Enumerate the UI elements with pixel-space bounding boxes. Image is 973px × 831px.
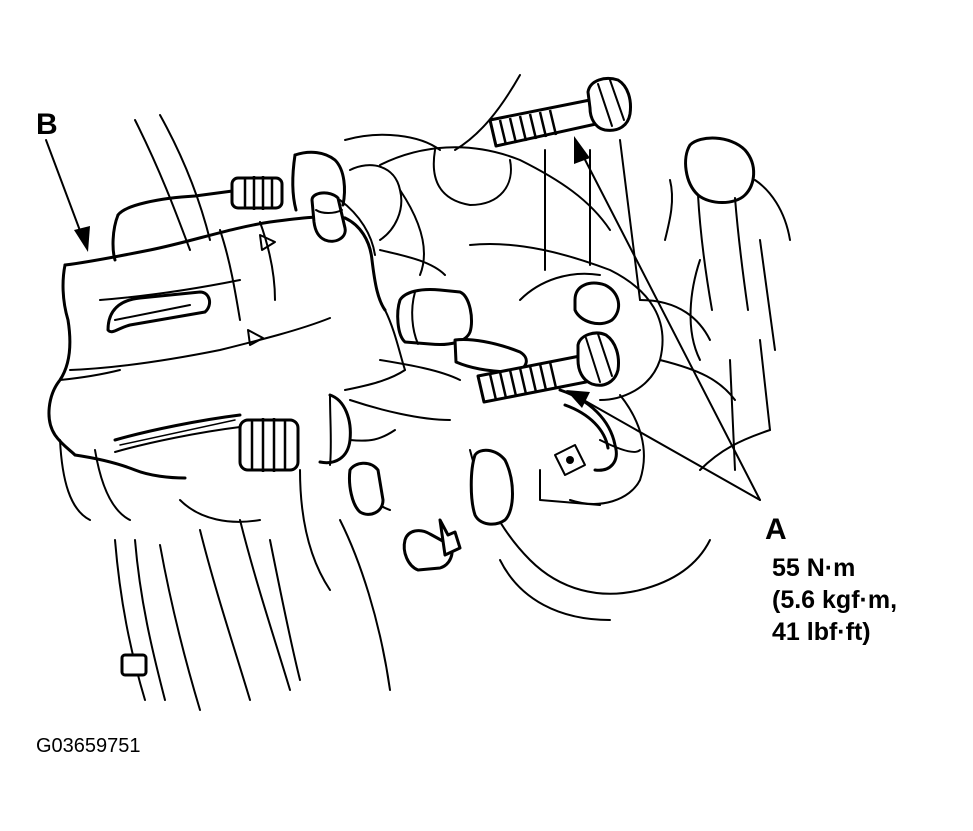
torque-spec-nm: 55 N·m	[772, 554, 856, 582]
lower-mounting-bolt	[476, 331, 620, 404]
callout-label-a: A	[765, 513, 787, 546]
upper-mounting-bolt	[488, 77, 632, 148]
torque-spec-lbfft: 41 lbf·ft)	[772, 618, 871, 646]
caliper-piston-boot	[348, 288, 528, 572]
torque-spec-kgfm: (5.6 kgf·m,	[772, 586, 898, 614]
callout-leader-a	[566, 136, 761, 501]
figure-id: G03659751	[36, 735, 141, 757]
brake-rotor	[114, 114, 301, 711]
stabilizer-link	[664, 136, 791, 361]
callout-leader-b	[45, 139, 90, 252]
lower-slide-pin	[238, 418, 300, 472]
callout-label-b: B	[36, 108, 58, 141]
pivot-ball	[573, 281, 621, 326]
upper-slide-pin	[230, 176, 347, 243]
brake-caliper	[47, 150, 406, 521]
